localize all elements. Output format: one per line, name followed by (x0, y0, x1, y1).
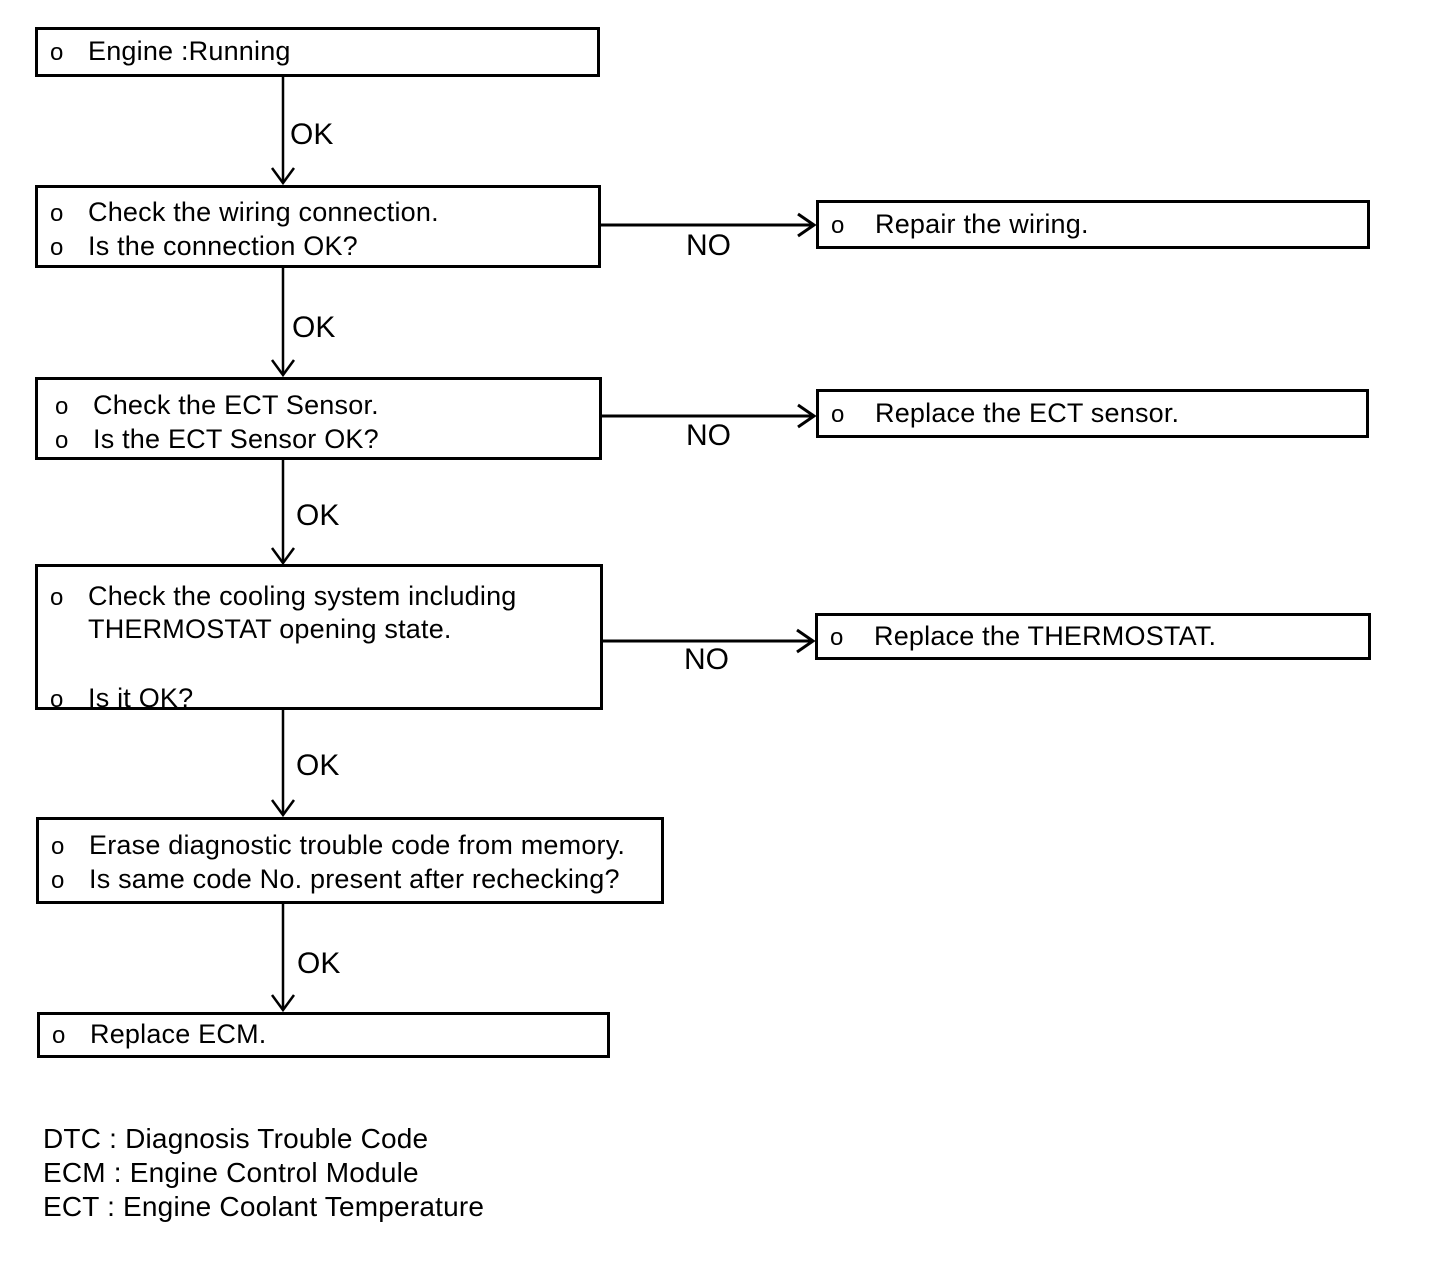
node-replace-ect-sensor: o Replace the ECT sensor. (816, 389, 1369, 438)
node-text: Erase diagnostic trouble code from memor… (89, 830, 626, 860)
node-text: Is same code No. present after recheckin… (89, 864, 620, 894)
node-text: Replace ECM. (90, 1019, 267, 1049)
node-line: o Check the ECT Sensor. (55, 389, 591, 423)
legend-line-ect: ECT : Engine Coolant Temperature (43, 1191, 485, 1222)
bullet-marker: o (831, 211, 845, 239)
bullet-marker: o (52, 1022, 66, 1049)
legend-line-ecm: ECM : Engine Control Module (43, 1157, 419, 1188)
node-line: o Is it OK? (50, 682, 592, 716)
abbreviation-legend: DTC : Diagnosis Trouble Code ECM : Engin… (43, 1122, 484, 1224)
bullet-marker: o (50, 200, 64, 227)
node-repair-wiring: o Repair the wiring. (816, 200, 1370, 249)
node-line: o Replace ECM. (52, 1018, 599, 1052)
arrowhead-down-5 (270, 994, 296, 1013)
bullet-marker: o (50, 686, 64, 713)
node-erase-dtc: o Erase diagnostic trouble code from mem… (36, 817, 664, 904)
bullet-marker: o (50, 584, 64, 611)
node-line: o Is the connection OK? (50, 230, 590, 264)
node-line: o Check the cooling system including THE… (50, 580, 592, 646)
node-text: Is it OK? (88, 683, 194, 713)
edge-label-no-1: NO (686, 229, 731, 262)
bullet-marker: o (831, 400, 845, 428)
legend-line-dtc: DTC : Diagnosis Trouble Code (43, 1123, 429, 1154)
node-check-wiring-connection: o Check the wiring connection. o Is the … (35, 185, 601, 268)
bullet-marker: o (50, 39, 64, 66)
node-text: Is the ECT Sensor OK? (93, 424, 379, 454)
node-text: Check the cooling system including THERM… (88, 581, 517, 644)
bullet-marker: o (50, 234, 64, 261)
node-text: Is the connection OK? (88, 231, 358, 261)
arrowhead-down-4 (270, 799, 296, 818)
node-line: o Check the wiring connection. (50, 196, 590, 230)
node-replace-ecm: o Replace ECM. (37, 1012, 610, 1058)
bullet-marker: o (51, 833, 65, 860)
bullet-marker: o (55, 427, 69, 454)
node-text: Repair the wiring. (875, 208, 1089, 239)
node-line: o Replace the ECT sensor. (831, 397, 1358, 431)
edge-label-ok-1: OK (290, 118, 334, 151)
node-text: Engine :Running (88, 36, 291, 66)
edge-label-ok-5: OK (297, 947, 341, 980)
node-check-cooling-system: o Check the cooling system including THE… (35, 564, 603, 713)
node-line: o Is same code No. present after recheck… (51, 863, 653, 897)
node-text: Check the wiring connection. (88, 197, 439, 227)
arrowhead-right-3 (796, 628, 816, 654)
edge-label-ok-4: OK (296, 749, 340, 782)
node-line: o Replace the THERMOSTAT. (830, 620, 1360, 654)
edge-label-ok-3: OK (296, 499, 340, 532)
arrowhead-right-1 (797, 212, 817, 238)
node-text: Replace the THERMOSTAT. (874, 620, 1217, 651)
edge-label-no-2: NO (686, 419, 731, 452)
node-line: o Engine :Running (50, 35, 589, 69)
bullet-marker: o (51, 867, 65, 894)
arrowhead-right-2 (797, 403, 817, 429)
arrowhead-down-2 (270, 359, 296, 378)
node-text: Check the ECT Sensor. (93, 390, 379, 420)
node-line: o Erase diagnostic trouble code from mem… (51, 829, 653, 863)
bullet-marker: o (830, 623, 844, 651)
node-line: o Repair the wiring. (831, 208, 1359, 242)
node-replace-thermostat: o Replace the THERMOSTAT. (815, 613, 1371, 660)
node-check-ect-sensor: o Check the ECT Sensor. o Is the ECT Sen… (35, 377, 602, 460)
node-engine-running: o Engine :Running (35, 27, 600, 77)
node-line: o Is the ECT Sensor OK? (55, 423, 591, 457)
arrowhead-down-1 (270, 167, 296, 186)
edge-label-no-3: NO (684, 643, 729, 676)
edge-label-ok-2: OK (292, 311, 336, 344)
node-text: Replace the ECT sensor. (875, 397, 1180, 428)
arrowhead-down-3 (270, 547, 296, 566)
bullet-marker: o (55, 393, 69, 420)
